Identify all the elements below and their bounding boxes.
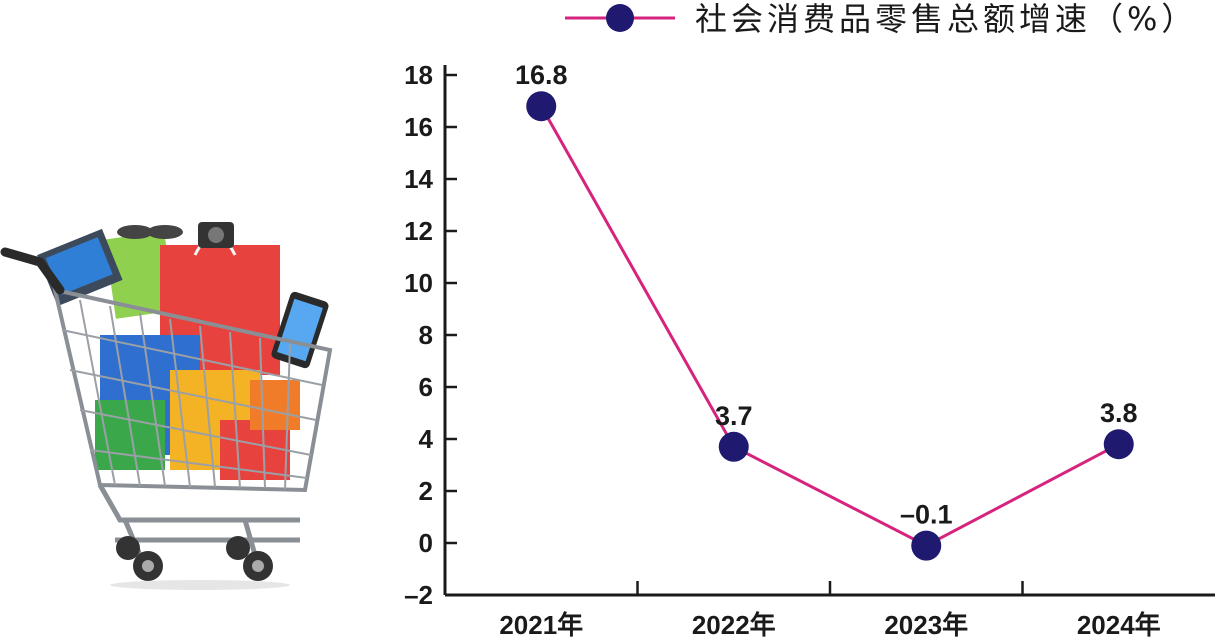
chart-legend: 社会消费品零售总额增速（%） [565, 0, 1197, 38]
data-value-label: –0.1 [900, 500, 953, 530]
series-line [539, 105, 1120, 548]
y-tick-label: 4 [419, 424, 434, 454]
data-value-label: 16.8 [515, 60, 568, 90]
y-tick-label: 2 [419, 476, 433, 506]
x-tick-label: 2023年 [884, 610, 968, 639]
x-tick-label: 2024年 [1077, 610, 1161, 639]
y-tick-label: 16 [404, 112, 433, 142]
y-tick-label: –2 [404, 580, 433, 610]
x-axis-labels: 2021年 2022年 2023年 2024年 [499, 581, 1161, 639]
data-value-label: 3.8 [1100, 398, 1138, 428]
chart-axes [443, 65, 1215, 597]
data-value-label: 3.7 [715, 401, 753, 431]
y-tick-label: 10 [404, 268, 433, 298]
y-axis-ticks: 18 16 14 12 10 8 6 4 2 0 –2 [404, 60, 457, 610]
y-tick-label: 14 [404, 164, 433, 194]
y-tick-label: 6 [419, 372, 433, 402]
legend-marker-swatch [606, 4, 634, 32]
series-line-group [526, 91, 1134, 561]
y-tick-label: 0 [419, 528, 433, 558]
x-tick-label: 2022年 [692, 610, 776, 639]
x-tick-label: 2021年 [499, 610, 583, 639]
data-labels: 16.8 3.7 –0.1 3.8 [515, 60, 1138, 529]
data-point-marker [718, 431, 749, 462]
data-point-marker [526, 91, 557, 122]
shopping-cart-illustration [0, 222, 333, 590]
data-point-marker [911, 530, 942, 561]
y-tick-label: 8 [419, 320, 433, 350]
data-point-marker [1103, 429, 1134, 460]
y-tick-label: 12 [404, 216, 433, 246]
y-tick-label: 18 [404, 60, 433, 90]
legend-label: 社会消费品零售总额增速（%） [695, 0, 1197, 38]
